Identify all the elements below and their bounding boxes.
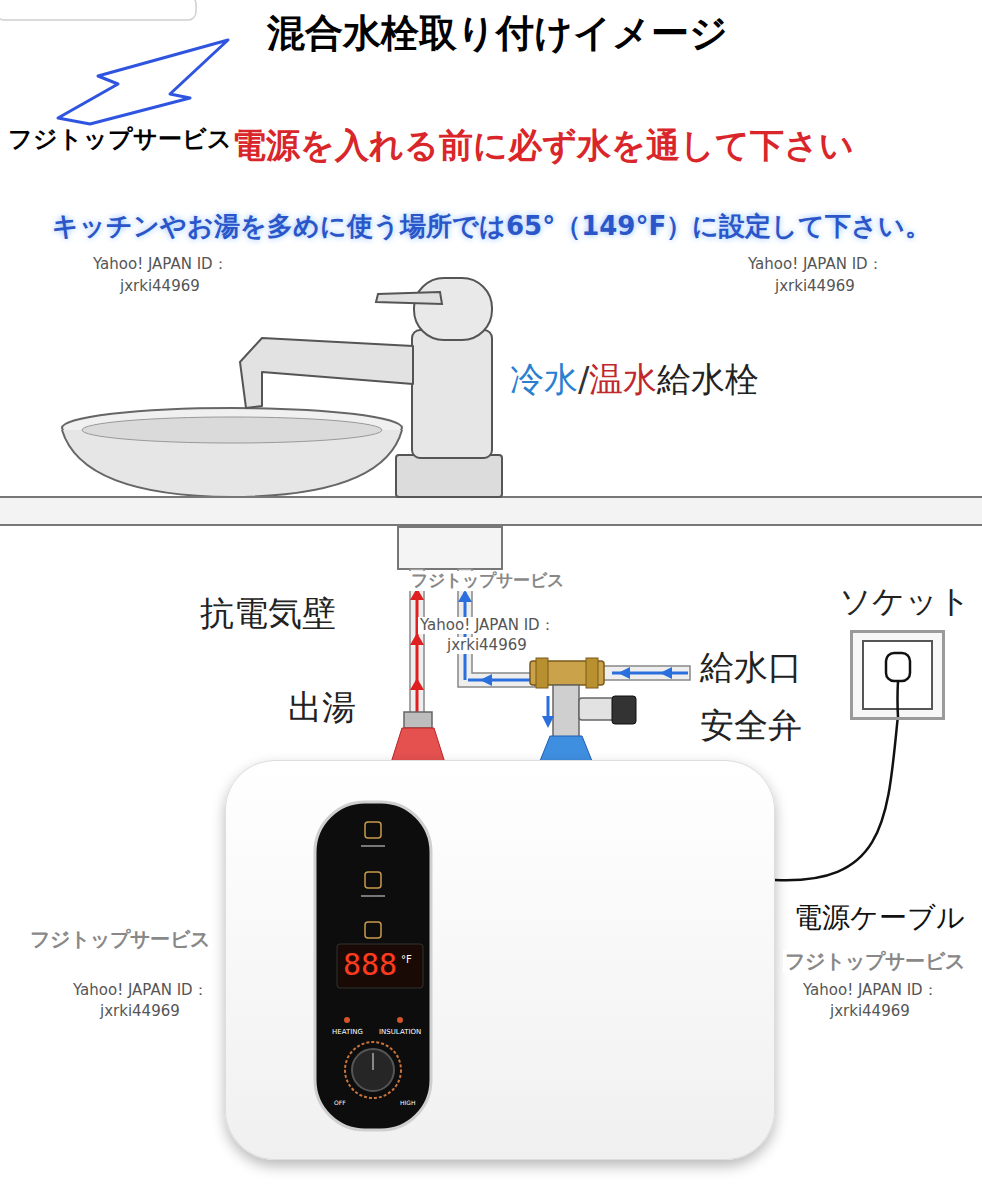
watermark-id: jxrki44969 (775, 278, 855, 295)
part-label: 出湯 (288, 688, 356, 727)
cold-flow-line (464, 592, 467, 680)
dial-ring (345, 1042, 401, 1098)
hot-flow-arrows (410, 588, 424, 690)
plug-cord (896, 681, 899, 717)
cable-label: 電源ケーブル (792, 902, 967, 934)
indicator-label: INSULATION (379, 1028, 421, 1036)
socket-plate (850, 630, 945, 720)
cold-label: 冷水 (510, 360, 578, 399)
watermark-id: Yahoo! JAPAN ID： (803, 982, 938, 999)
faucet-label: 給水栓 (657, 360, 759, 399)
panel-icon-caption (361, 845, 385, 847)
hot-flow-line (416, 590, 419, 712)
part-label: 抗電気壁 (200, 594, 336, 633)
watermark-id: jxrki44969 (120, 278, 200, 295)
panel-icon (365, 822, 381, 838)
watermark-id: jxrki44969 (445, 637, 529, 654)
watermark: フジトップサービス (8, 126, 232, 154)
slash-label: / (578, 360, 589, 399)
warning-note: 電源を入れる前に必ず水を通して下さい (232, 126, 854, 165)
valve-stem (553, 685, 579, 737)
panel-icon (365, 872, 381, 888)
faucet-spout (240, 338, 413, 408)
supply-pipe (600, 666, 690, 680)
tee-nut (536, 658, 548, 688)
panel-icon-caption (361, 895, 385, 897)
faucet-body (412, 330, 492, 458)
indicator-label: HEATING (332, 1028, 363, 1036)
unit-label: °F (401, 954, 412, 966)
heating-dot (344, 1017, 350, 1023)
plug-body (886, 653, 910, 681)
dial-pointer (372, 1053, 374, 1070)
display-window (337, 944, 423, 988)
watermark-id: jxrki44969 (830, 1003, 910, 1020)
title-text: 混合水栓取り付けイメージ (267, 12, 728, 56)
faucet-head (414, 278, 492, 340)
hot-outlet-nut (404, 712, 432, 728)
socket-label: ソケット (839, 583, 971, 620)
dial-knob (352, 1049, 394, 1091)
hot-pipe (410, 569, 424, 715)
hot-label: 温水 (589, 360, 657, 399)
cold-flow-line (468, 679, 530, 682)
faucet-base (396, 455, 502, 497)
watermark: フジトップサービス (30, 928, 210, 951)
watermark-id: Yahoo! JAPAN ID： (748, 256, 883, 273)
scribble-arrow (58, 40, 228, 124)
watermark-id: Yahoo! JAPAN ID： (418, 617, 557, 634)
safety-valve-lever (612, 696, 636, 724)
dial-label: HIGH (400, 1100, 415, 1107)
tee-nut (586, 658, 598, 688)
watermark-id: Yahoo! JAPAN ID： (73, 982, 208, 999)
mount-block (398, 527, 502, 569)
temp-display: 888 (343, 948, 397, 983)
watermark-id: Yahoo! JAPAN ID： (93, 256, 228, 273)
part-label: 安全弁 (700, 706, 802, 745)
setting-note: キッチンやお湯を多めに使う場所では65°（149°F）に設定して下さい。 (52, 212, 931, 242)
watermark: フジトップサービス (409, 571, 566, 591)
water-heater: 888 °F HEATING INSULATION OFF HIGH (225, 760, 775, 1160)
socket-box: ソケット (835, 583, 971, 725)
down-flow-arrow (542, 716, 554, 728)
counter-top (0, 497, 982, 525)
faucet-lever (376, 292, 442, 304)
panel-icon (365, 922, 381, 938)
heater-panel (225, 760, 775, 1160)
dial-label: OFF (334, 1100, 346, 1107)
insulation-dot (397, 1017, 403, 1023)
watermark: フジトップサービス (783, 950, 967, 973)
part-label: 給水口 (700, 648, 802, 687)
corner-tab (0, 0, 196, 20)
socket-plug (853, 633, 942, 717)
supply-flow-arrows (618, 667, 672, 679)
sink-bowl-inner (82, 417, 382, 443)
control-panel (315, 802, 431, 1130)
watermark-id: jxrki44969 (100, 1003, 180, 1020)
